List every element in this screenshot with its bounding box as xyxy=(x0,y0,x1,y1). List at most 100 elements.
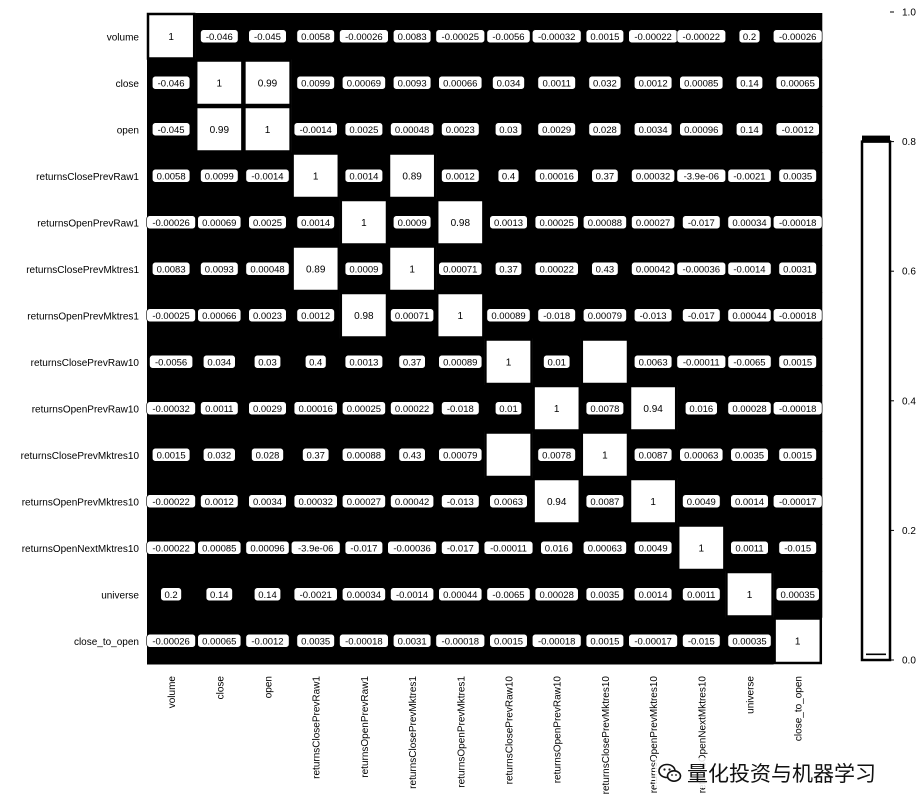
colorbar-tick-label: 0.2 xyxy=(902,526,916,537)
heatmap-annotation: 0.0015 xyxy=(590,636,619,647)
heatmap-annotation: -0.0056 xyxy=(492,32,524,43)
annotation-bg xyxy=(778,354,817,369)
cell-outline xyxy=(435,198,485,246)
heatmap-annotation: 1 xyxy=(217,78,223,89)
annotation-bg xyxy=(534,587,579,602)
heatmap-annotation: 0.98 xyxy=(354,311,374,322)
annotation-bg xyxy=(534,261,579,276)
x-tick-label: returnsOpenPrevRaw1 xyxy=(360,676,371,778)
annotation-bg xyxy=(534,215,579,230)
annotation-bg xyxy=(293,587,338,602)
annotation-bg xyxy=(633,308,673,323)
annotation-bg xyxy=(441,494,480,509)
heatmap-annotation: 0.0012 xyxy=(205,497,234,508)
heatmap-annotation: -0.018 xyxy=(543,311,570,322)
x-tick-label: close xyxy=(215,676,226,700)
annotation-bg xyxy=(582,308,627,323)
heatmap-annotation: 0.00034 xyxy=(347,590,381,601)
heatmap-annotation: -0.00018 xyxy=(442,636,480,647)
heatmap-annotation: 0.37 xyxy=(499,264,518,275)
x-tick-label: returnsClosePrevMktres1 xyxy=(408,676,419,789)
wechat-icon xyxy=(658,763,682,782)
colorbar-segment xyxy=(862,12,890,142)
annotation-bg xyxy=(730,494,769,509)
heatmap-annotation: 0.03 xyxy=(499,125,518,136)
cell-outline xyxy=(628,384,678,432)
heatmap-annotation: -0.00026 xyxy=(779,32,817,43)
colorbar-segment xyxy=(862,135,890,142)
annotation-bg xyxy=(152,261,191,276)
heatmap-annotation: -0.00022 xyxy=(152,497,190,508)
annotation-bg xyxy=(676,354,727,369)
heatmap-cell xyxy=(484,338,534,386)
annotation-bg xyxy=(205,587,233,602)
heatmap-annotation: -0.00025 xyxy=(152,311,190,322)
cell-outline xyxy=(387,152,437,200)
annotation-bg xyxy=(146,633,196,648)
cell-outline xyxy=(580,338,630,386)
x-tick-label: returnsClosePrevRaw1 xyxy=(312,676,323,779)
heatmap-cell xyxy=(580,338,630,386)
heatmap-annotation: 0.0093 xyxy=(205,264,234,275)
heatmap-annotation: -0.018 xyxy=(447,404,474,415)
heatmap-annotation: -0.017 xyxy=(350,543,377,554)
heatmap-annotation: 0.0093 xyxy=(398,78,427,89)
annotation-bg xyxy=(486,308,531,323)
watermark: 量化投资与机器学习 xyxy=(655,758,878,788)
y-tick-label: open xyxy=(117,125,139,136)
annotation-bg xyxy=(293,122,338,137)
heatmap-annotation: 0.94 xyxy=(547,497,567,508)
heatmap-annotation: 0.0063 xyxy=(639,357,668,368)
cell-outline xyxy=(484,338,533,386)
cell-outline xyxy=(339,198,389,246)
heatmap-annotation: 1 xyxy=(265,125,271,136)
heatmap-annotation: -0.00018 xyxy=(779,404,817,415)
heatmap-annotation: 0.0025 xyxy=(253,218,282,229)
heatmap-annotation: 0.0083 xyxy=(398,32,427,43)
heatmap-annotation: 0.00096 xyxy=(250,543,284,554)
heatmap-cell xyxy=(195,106,244,153)
heatmap-cell xyxy=(388,152,437,200)
annotation-bg xyxy=(149,354,194,369)
heatmap-annotation: 0.0012 xyxy=(301,311,330,322)
annotation-bg xyxy=(778,168,817,183)
annotation-bg xyxy=(304,354,327,369)
heatmap-cell xyxy=(339,292,389,339)
y-tick-label: close_to_open xyxy=(74,637,139,648)
annotation-bg xyxy=(537,308,576,323)
annotation-bg xyxy=(200,29,239,44)
annotation-bg xyxy=(200,168,239,183)
heatmap-annotation: 0.032 xyxy=(593,78,617,89)
annotation-bg xyxy=(197,215,242,230)
annotation-bg xyxy=(438,75,483,90)
heatmap-annotation: 1 xyxy=(795,636,801,647)
heatmap-annotation: -0.017 xyxy=(688,218,715,229)
heatmap-annotation: 0.0049 xyxy=(687,497,716,508)
annotation-bg xyxy=(248,215,287,230)
heatmap-annotation: 0.0011 xyxy=(687,590,715,601)
heatmap-annotation: 0.0031 xyxy=(398,636,427,647)
heatmap-annotation: 1 xyxy=(361,218,367,229)
heatmap-annotation: -0.00036 xyxy=(393,543,431,554)
x-tick-label: volume xyxy=(167,676,178,709)
annotation-bg xyxy=(245,633,290,648)
heatmap-annotation: 0.00044 xyxy=(443,590,477,601)
heatmap-annotation: -0.00025 xyxy=(442,32,480,43)
heatmap-annotation: -0.013 xyxy=(447,497,474,508)
colorbar-tick-label: 0.0 xyxy=(902,656,916,667)
heatmap-annotation: -0.015 xyxy=(688,636,715,647)
heatmap-annotation: -0.00026 xyxy=(152,636,190,647)
annotation-bg xyxy=(254,354,282,369)
heatmap-annotation: 0.0013 xyxy=(494,218,523,229)
annotation-bg xyxy=(293,401,338,416)
annotation-bg xyxy=(435,633,485,648)
heatmap-annotation: 0.034 xyxy=(497,78,521,89)
annotation-bg xyxy=(441,122,480,137)
y-tick-label: returnsClosePrevRaw1 xyxy=(36,172,139,183)
annotation-bg xyxy=(633,122,673,137)
y-axis-labels: volumecloseopenreturnsClosePrevRaw1retur… xyxy=(21,32,140,648)
y-tick-label: universe xyxy=(101,590,139,601)
annotation-bg xyxy=(684,401,718,416)
annotation-bg xyxy=(738,29,761,44)
